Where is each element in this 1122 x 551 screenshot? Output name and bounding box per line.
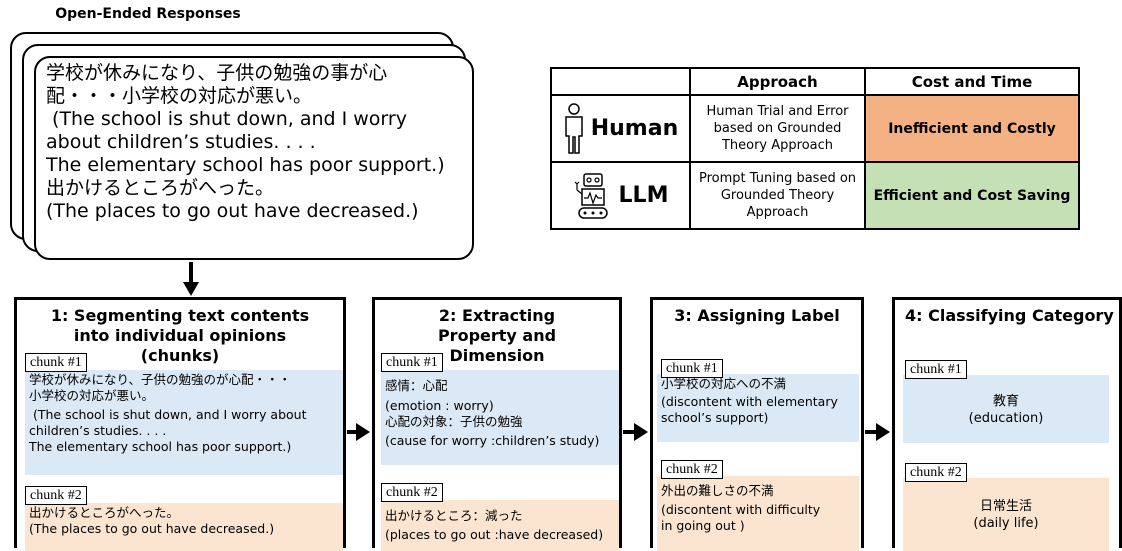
stage-1-chunk-1: chunk #1 (25, 351, 87, 372)
llm-label: LLM (618, 183, 669, 208)
right-arrow-icon (876, 423, 890, 441)
response-line: The elementary school has poor support.) (46, 154, 445, 176)
chunk-tag: chunk #1 (661, 359, 723, 378)
stage-3-chunk-1: chunk #1 (661, 357, 723, 378)
stage-2-chunk-2: chunk #2 (381, 481, 443, 502)
chunk-line: 感情：心配 (385, 378, 448, 393)
stage-3-chunk-2: chunk #2 (661, 458, 723, 479)
chunk-tag: chunk #1 (381, 353, 443, 372)
arrow-shaft-1 (347, 430, 357, 434)
chunk-line: (daily life) (973, 516, 1039, 531)
stage-4-chunk-2: chunk #2 (905, 461, 967, 482)
cost-llm: Efficient and Cost Saving (864, 161, 1080, 230)
stage-1-chunk-2-body: 出かけるところがへった。 (The places to go out have … (25, 503, 343, 551)
stage-3-chunk-2-body: 外出の難しさの不満 (discontent with difficulty in… (657, 476, 859, 551)
chunk-line: 学校が休みになり、子供の勉強のが心配・・・ (29, 372, 292, 387)
chunk-line: school’s support) (661, 410, 769, 425)
chunk-line: The elementary school has poor support.) (29, 439, 292, 454)
stage-3-title: 3: Assigning Label (674, 306, 840, 325)
stage-4-chunk-2-body: 日常生活 (daily life) (903, 478, 1109, 551)
stage-1-title: 1: Segmenting text contents into individ… (50, 306, 310, 365)
arrow-shaft-2 (623, 430, 635, 434)
row-label-human: Human (550, 94, 691, 163)
stage-2-chunk-1: chunk #1 (381, 351, 443, 372)
response-line: 配・・・小学校の対応が悪い。 (46, 85, 313, 107)
stage-2-title: 2: Extracting Property and Dimension (437, 306, 557, 365)
approach-llm: Prompt Tuning based on Grounded Theory A… (689, 161, 866, 230)
open-ended-title: Open-Ended Responses (55, 6, 241, 22)
stage-3-chunk-1-body: 小学校の対応への不満 (discontent with elementary s… (657, 374, 859, 442)
response-line: about children’s studies. . . . (46, 131, 316, 153)
stage-4-title: 4: Classifying Category (905, 306, 1114, 325)
chunk-tag: chunk #1 (905, 360, 967, 379)
chunk-line: (The places to go out have decreased.) (29, 521, 275, 536)
chunk-line: (education) (968, 411, 1044, 426)
stage-4-chunk-1-body: 教育 (education) (903, 375, 1109, 443)
row-label-llm: LLM (550, 161, 691, 230)
cost-human: Inefficient and Costly (864, 94, 1080, 163)
response-line: 出かけるところがへった。 (46, 177, 275, 199)
chunk-line: (discontent with elementary (661, 394, 838, 409)
chunk-line: 日常生活 (979, 499, 1032, 514)
stage-1-box: 1: Segmenting text contents into individ… (14, 297, 346, 551)
response-line: 学校が休みになり、子供の勉強の事が心 (46, 62, 388, 84)
right-arrow-icon (356, 423, 370, 441)
comparison-table: Approach Cost and Time Human Human Trial… (550, 67, 1080, 230)
stage-3-box: 3: Assigning Label chunk #1 小学校の対応への不満 (… (650, 297, 864, 551)
stage-4-chunk-1: chunk #1 (905, 358, 967, 379)
stage-4-box: 4: Classifying Category chunk #1 教育 (edu… (892, 297, 1122, 551)
table-header-cost: Cost and Time (864, 67, 1080, 96)
chunk-line: 小学校の対応への不満 (661, 376, 787, 391)
chunk-line: in going out ) (661, 518, 745, 533)
chunk-line: (places to go out :have decreased) (385, 527, 604, 542)
human-label: Human (590, 116, 679, 141)
table-header-approach: Approach (689, 67, 866, 96)
chunk-line: 出かけるところ：減った (385, 508, 523, 523)
chunk-line: (The school is shut down, and I worry ab… (29, 407, 307, 422)
chunk-line: 小学校の対応が悪い。 (29, 388, 155, 403)
down-arrow-icon (183, 282, 199, 296)
chunk-tag: chunk #2 (661, 460, 723, 479)
right-arrow-icon (634, 423, 648, 441)
chunk-line: (emotion : worry) (385, 398, 494, 413)
chunk-line: 出かけるところがへった。 (29, 505, 180, 520)
stage-2-chunk-2-body: 出かけるところ：減った (places to go out :have decr… (381, 500, 619, 551)
arrow-shaft-3 (865, 430, 877, 434)
table-header-empty (550, 67, 691, 96)
chunk-tag: chunk #2 (905, 463, 967, 482)
response-card: 学校が休みになり、子供の勉強の事が心 配・・・小学校の対応が悪い。 (The s… (34, 56, 474, 260)
stage-1-chunk-2: chunk #2 (25, 484, 87, 505)
chunk-tag: chunk #2 (381, 483, 443, 502)
chunk-tag: chunk #2 (25, 486, 87, 505)
chunk-line: (cause for worry :children’s study) (385, 433, 600, 448)
chunk-tag: chunk #1 (25, 353, 87, 372)
response-line: (The school is shut down, and I worry (46, 108, 407, 130)
down-arrow-shaft (189, 262, 193, 286)
stage-2-chunk-1-body: 感情：心配 (emotion : worry) 心配の対象：子供の勉強 (cau… (381, 370, 619, 465)
chunk-line: 外出の難しさの不満 (661, 483, 774, 498)
chunk-line: (discontent with difficulty (661, 502, 821, 517)
chunk-line: 心配の対象：子供の勉強 (385, 414, 523, 429)
chunk-line: children’s studies. . . . (29, 423, 167, 438)
response-line: (The places to go out have decreased.) (46, 200, 419, 222)
stage-1-chunk-1-body: 学校が休みになり、子供の勉強のが心配・・・ 小学校の対応が悪い。 (The sc… (25, 370, 343, 475)
approach-human: Human Trial and Error based on Grounded … (689, 94, 866, 163)
stage-2-box: 2: Extracting Property and Dimension chu… (372, 297, 622, 551)
chunk-line: 教育 (992, 394, 1019, 409)
robot-icon (574, 172, 608, 219)
human-icon (564, 102, 583, 154)
